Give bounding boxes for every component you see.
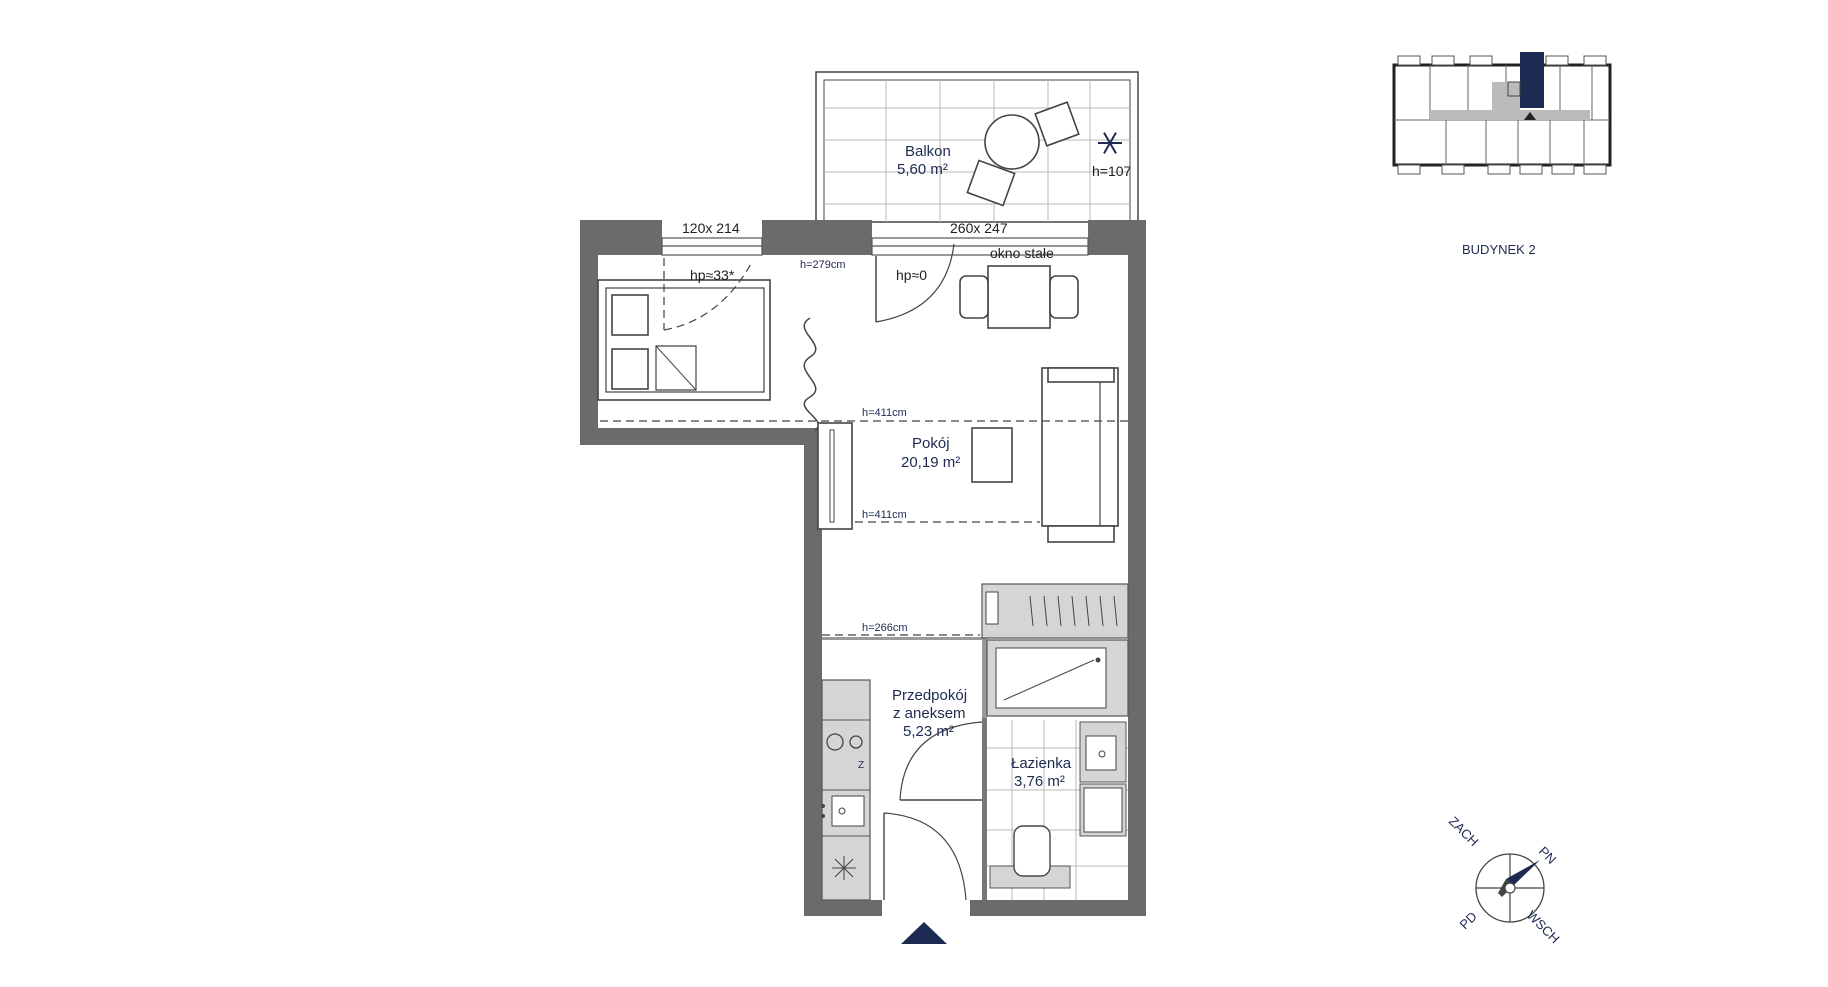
room-area: 20,19 m² xyxy=(901,454,960,471)
balcony xyxy=(815,71,1139,223)
balcony-furniture xyxy=(966,101,1080,207)
balcony-door: hp≈0 xyxy=(875,243,955,323)
kitchenette: Z xyxy=(821,679,871,901)
walls xyxy=(580,220,1146,916)
height-107: h=107 xyxy=(1092,163,1132,179)
hall-name-2: z aneksem xyxy=(893,705,966,722)
balcony-area: 5,60 m² xyxy=(897,161,948,178)
dining-set xyxy=(959,265,1079,329)
wardrobe xyxy=(981,583,1129,639)
building-key-plan xyxy=(1392,52,1612,175)
snowflake-icon xyxy=(1098,132,1122,154)
entrance-arrow-icon xyxy=(901,922,947,944)
sleeping-bay: hp≈33* xyxy=(597,258,771,401)
window-right-dim: 260x 247 xyxy=(950,220,1008,236)
balcony-name: Balkon xyxy=(905,143,951,160)
height-279: h=279cm xyxy=(800,259,846,271)
compass-sw: PD xyxy=(1457,909,1480,932)
hall-area: 5,23 m² xyxy=(903,723,954,740)
fridge-letter: Z xyxy=(858,760,864,771)
compass-se: WSCH xyxy=(1524,908,1563,947)
bathroom xyxy=(899,639,1129,900)
windows xyxy=(661,237,1089,256)
hp-left-label: hp≈33* xyxy=(690,267,735,283)
hall-name-1: Przedpokój xyxy=(892,687,967,704)
room-name: Pokój xyxy=(912,435,950,452)
window-left-dim: 120x 214 xyxy=(682,220,740,236)
freezer-icon xyxy=(832,856,856,880)
hp-right-label: hp≈0 xyxy=(896,267,927,283)
compass-ne: PN xyxy=(1536,844,1559,867)
curtain-divider xyxy=(803,317,820,431)
bath-name: Łazienka xyxy=(1011,755,1072,772)
sofa xyxy=(1041,367,1119,543)
fixed-window-label: okno stałe xyxy=(990,245,1054,261)
tv-cabinet xyxy=(817,422,853,530)
compass-nw: ZACH xyxy=(1446,814,1482,850)
compass-icon xyxy=(1475,853,1545,923)
height-266: h=266cm xyxy=(862,622,908,634)
entrance-door xyxy=(883,812,967,901)
coffee-table xyxy=(971,427,1013,483)
height-411-bottom: h=411cm xyxy=(862,509,907,521)
building-label: BUDYNEK 2 xyxy=(1462,242,1536,257)
height-411-top: h=411cm xyxy=(862,407,907,419)
bath-area: 3,76 m² xyxy=(1014,773,1065,790)
